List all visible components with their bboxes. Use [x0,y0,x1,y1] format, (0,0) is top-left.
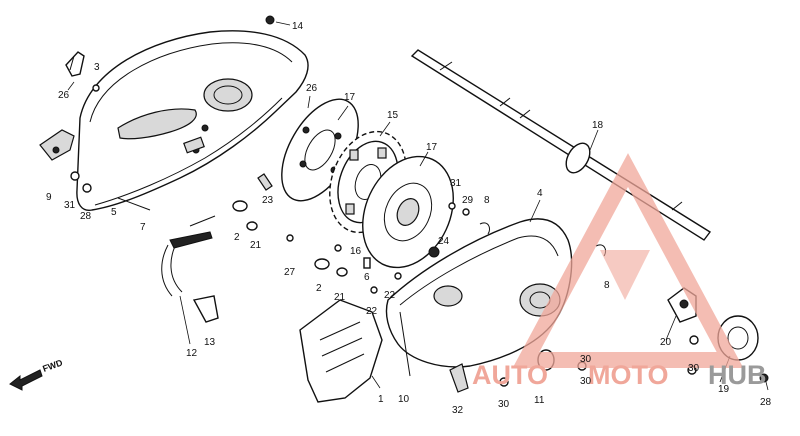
rod-7 [117,197,151,211]
callout-17b: 17 [426,142,438,153]
callout-28a: 28 [80,211,92,222]
callout-29: 29 [462,195,474,206]
bolt-6 [363,257,371,269]
callout-14: 14 [292,21,304,32]
nut-29 [462,208,470,216]
callout-24: 24 [438,236,450,247]
washer-31b [448,202,456,210]
callout-5: 5 [111,207,117,218]
bolt-14 [265,15,275,25]
callout-8b: 8 [604,280,610,291]
callout-10: 10 [398,394,410,405]
callout-19: 19 [718,384,730,395]
watermark-hub: HUB [708,360,767,390]
callout-31a: 31 [64,200,76,211]
callout-9: 9 [46,192,52,203]
callout-30b: 30 [498,399,510,410]
clip-8a [479,222,491,235]
callout-30c: 30 [580,376,592,387]
callout-21a: 21 [250,240,262,251]
nut-28b [759,373,769,383]
hub-flange-17-right [362,155,454,269]
upper-chain-case [76,30,309,211]
bolt-32 [449,363,469,393]
callout-26b: 26 [306,83,318,94]
nut-30a [689,335,699,345]
callout-17a: 17 [344,92,356,103]
callout-28b: 28 [760,397,772,408]
nut-24 [428,246,440,258]
leader-lines [67,21,769,391]
washer-21b [336,267,348,277]
nut-28 [82,183,92,193]
bolt-27 [286,234,294,242]
callout-18: 18 [592,120,604,131]
callout-15: 15 [387,110,399,121]
callout-21b: 21 [334,292,346,303]
callout-2a: 2 [234,232,240,243]
callout-30d: 30 [688,363,700,374]
callout-32: 32 [452,405,464,416]
callout-26a: 26 [58,90,70,101]
callout-8a: 8 [484,195,490,206]
callout-27: 27 [284,267,296,278]
nut-22b [394,272,402,280]
washer-16 [334,244,342,252]
callout-22b: 22 [366,306,378,317]
chain-guard-1 [299,299,383,403]
callout-23: 23 [262,195,274,206]
callout-7: 7 [140,222,146,233]
callout-20: 20 [660,337,672,348]
clip-9 [39,129,75,161]
callout-31b: 31 [450,178,462,189]
callout-16: 16 [350,246,362,257]
callout-11: 11 [534,395,545,406]
watermark-auto: AUTO [472,360,548,390]
callout-1: 1 [378,394,384,405]
watermark-moto: MOTO [588,360,669,390]
callout-13: 13 [204,337,216,348]
washer-31 [70,171,80,181]
bracket-26 [65,51,85,77]
callout-22a: 22 [384,290,396,301]
washer-3 [92,84,100,92]
washer-21a [246,221,258,231]
drive-chain-12 [161,215,216,297]
fwd-label: FWD [41,357,64,374]
pin-10 [399,311,411,377]
callout-12: 12 [186,348,198,359]
callout-3: 3 [94,62,100,73]
bolt-23 [257,173,273,191]
collar-2b [314,258,330,270]
nut-30b [499,377,509,387]
forward-arrow-icon [9,369,43,391]
bracket-13 [192,295,219,323]
callout-4: 4 [537,188,543,199]
callout-6: 6 [364,272,370,283]
callout-30a: 30 [580,354,592,365]
axle-shaft-18 [410,49,712,241]
callout-2b: 2 [316,283,322,294]
collar-2a [232,200,248,212]
nut-22a [370,286,378,294]
watermark-logo [512,153,744,368]
